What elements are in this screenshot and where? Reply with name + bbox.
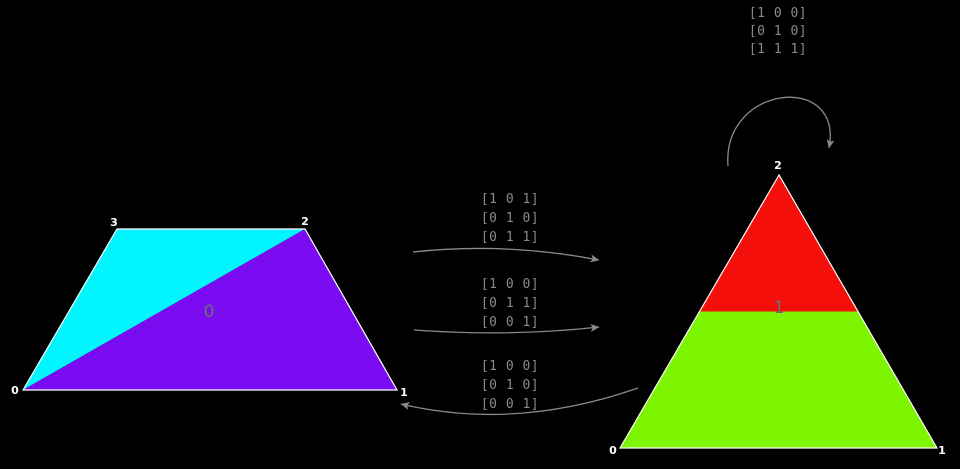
arrow-left-to-right-middle	[413, 323, 600, 334]
matrix-row: [1 0 0]	[749, 6, 807, 21]
arrow-left-to-right-top	[412, 247, 600, 263]
matrix-row: [1 0 1]	[481, 192, 539, 207]
left-vertex-label-top-left: 3	[110, 216, 118, 229]
arrows	[400, 96, 835, 416]
right-vertex-label-top: 2	[774, 159, 782, 172]
matrix-row: [0 1 0]	[749, 24, 807, 39]
matrix-to-right-middle: [1 0 0] [0 1 1] [0 0 1]	[481, 277, 539, 330]
left-region-label: 0	[204, 302, 215, 322]
left-vertex-label-bottom-right: 1	[400, 386, 408, 399]
right-shape: 1 0 1 2	[609, 159, 946, 457]
matrix-to-left-bottom: [1 0 0] [0 1 0] [0 0 1]	[481, 359, 539, 412]
left-shape: 0 0 1 2 3	[11, 215, 408, 399]
left-shape-outline	[21, 228, 399, 391]
right-shape-outline	[618, 173, 939, 449]
matrix-row: [0 1 1]	[481, 296, 539, 311]
matrix-row: [1 0 0]	[481, 277, 539, 292]
right-shape-lower-region	[620, 311, 937, 448]
right-shape-upper-triangle	[699, 175, 859, 312]
left-vertex-label-bottom-left: 0	[11, 384, 19, 397]
matrix-row: [0 1 1]	[481, 230, 539, 245]
left-vertex-label-top-right: 2	[301, 215, 309, 228]
matrix-to-right-top: [1 0 1] [0 1 0] [0 1 1]	[481, 192, 539, 245]
matrix-row: [0 0 1]	[481, 397, 539, 412]
matrix-row: [0 1 0]	[481, 378, 539, 393]
matrix-self-loop-top: [1 0 0] [0 1 0] [1 1 1]	[749, 6, 807, 57]
right-vertex-label-bottom-right: 1	[938, 444, 946, 457]
matrix-row: [1 0 0]	[481, 359, 539, 374]
left-shape-lower-triangle	[23, 229, 397, 390]
right-vertex-label-bottom-left: 0	[609, 444, 617, 457]
matrix-row: [0 1 0]	[481, 211, 539, 226]
self-loop-arrow	[727, 96, 835, 167]
arrow-right-to-left-bottom	[400, 387, 639, 416]
right-region-label: 1	[774, 298, 785, 318]
matrix-row: [1 1 1]	[749, 42, 807, 57]
matrix-row: [0 0 1]	[481, 315, 539, 330]
